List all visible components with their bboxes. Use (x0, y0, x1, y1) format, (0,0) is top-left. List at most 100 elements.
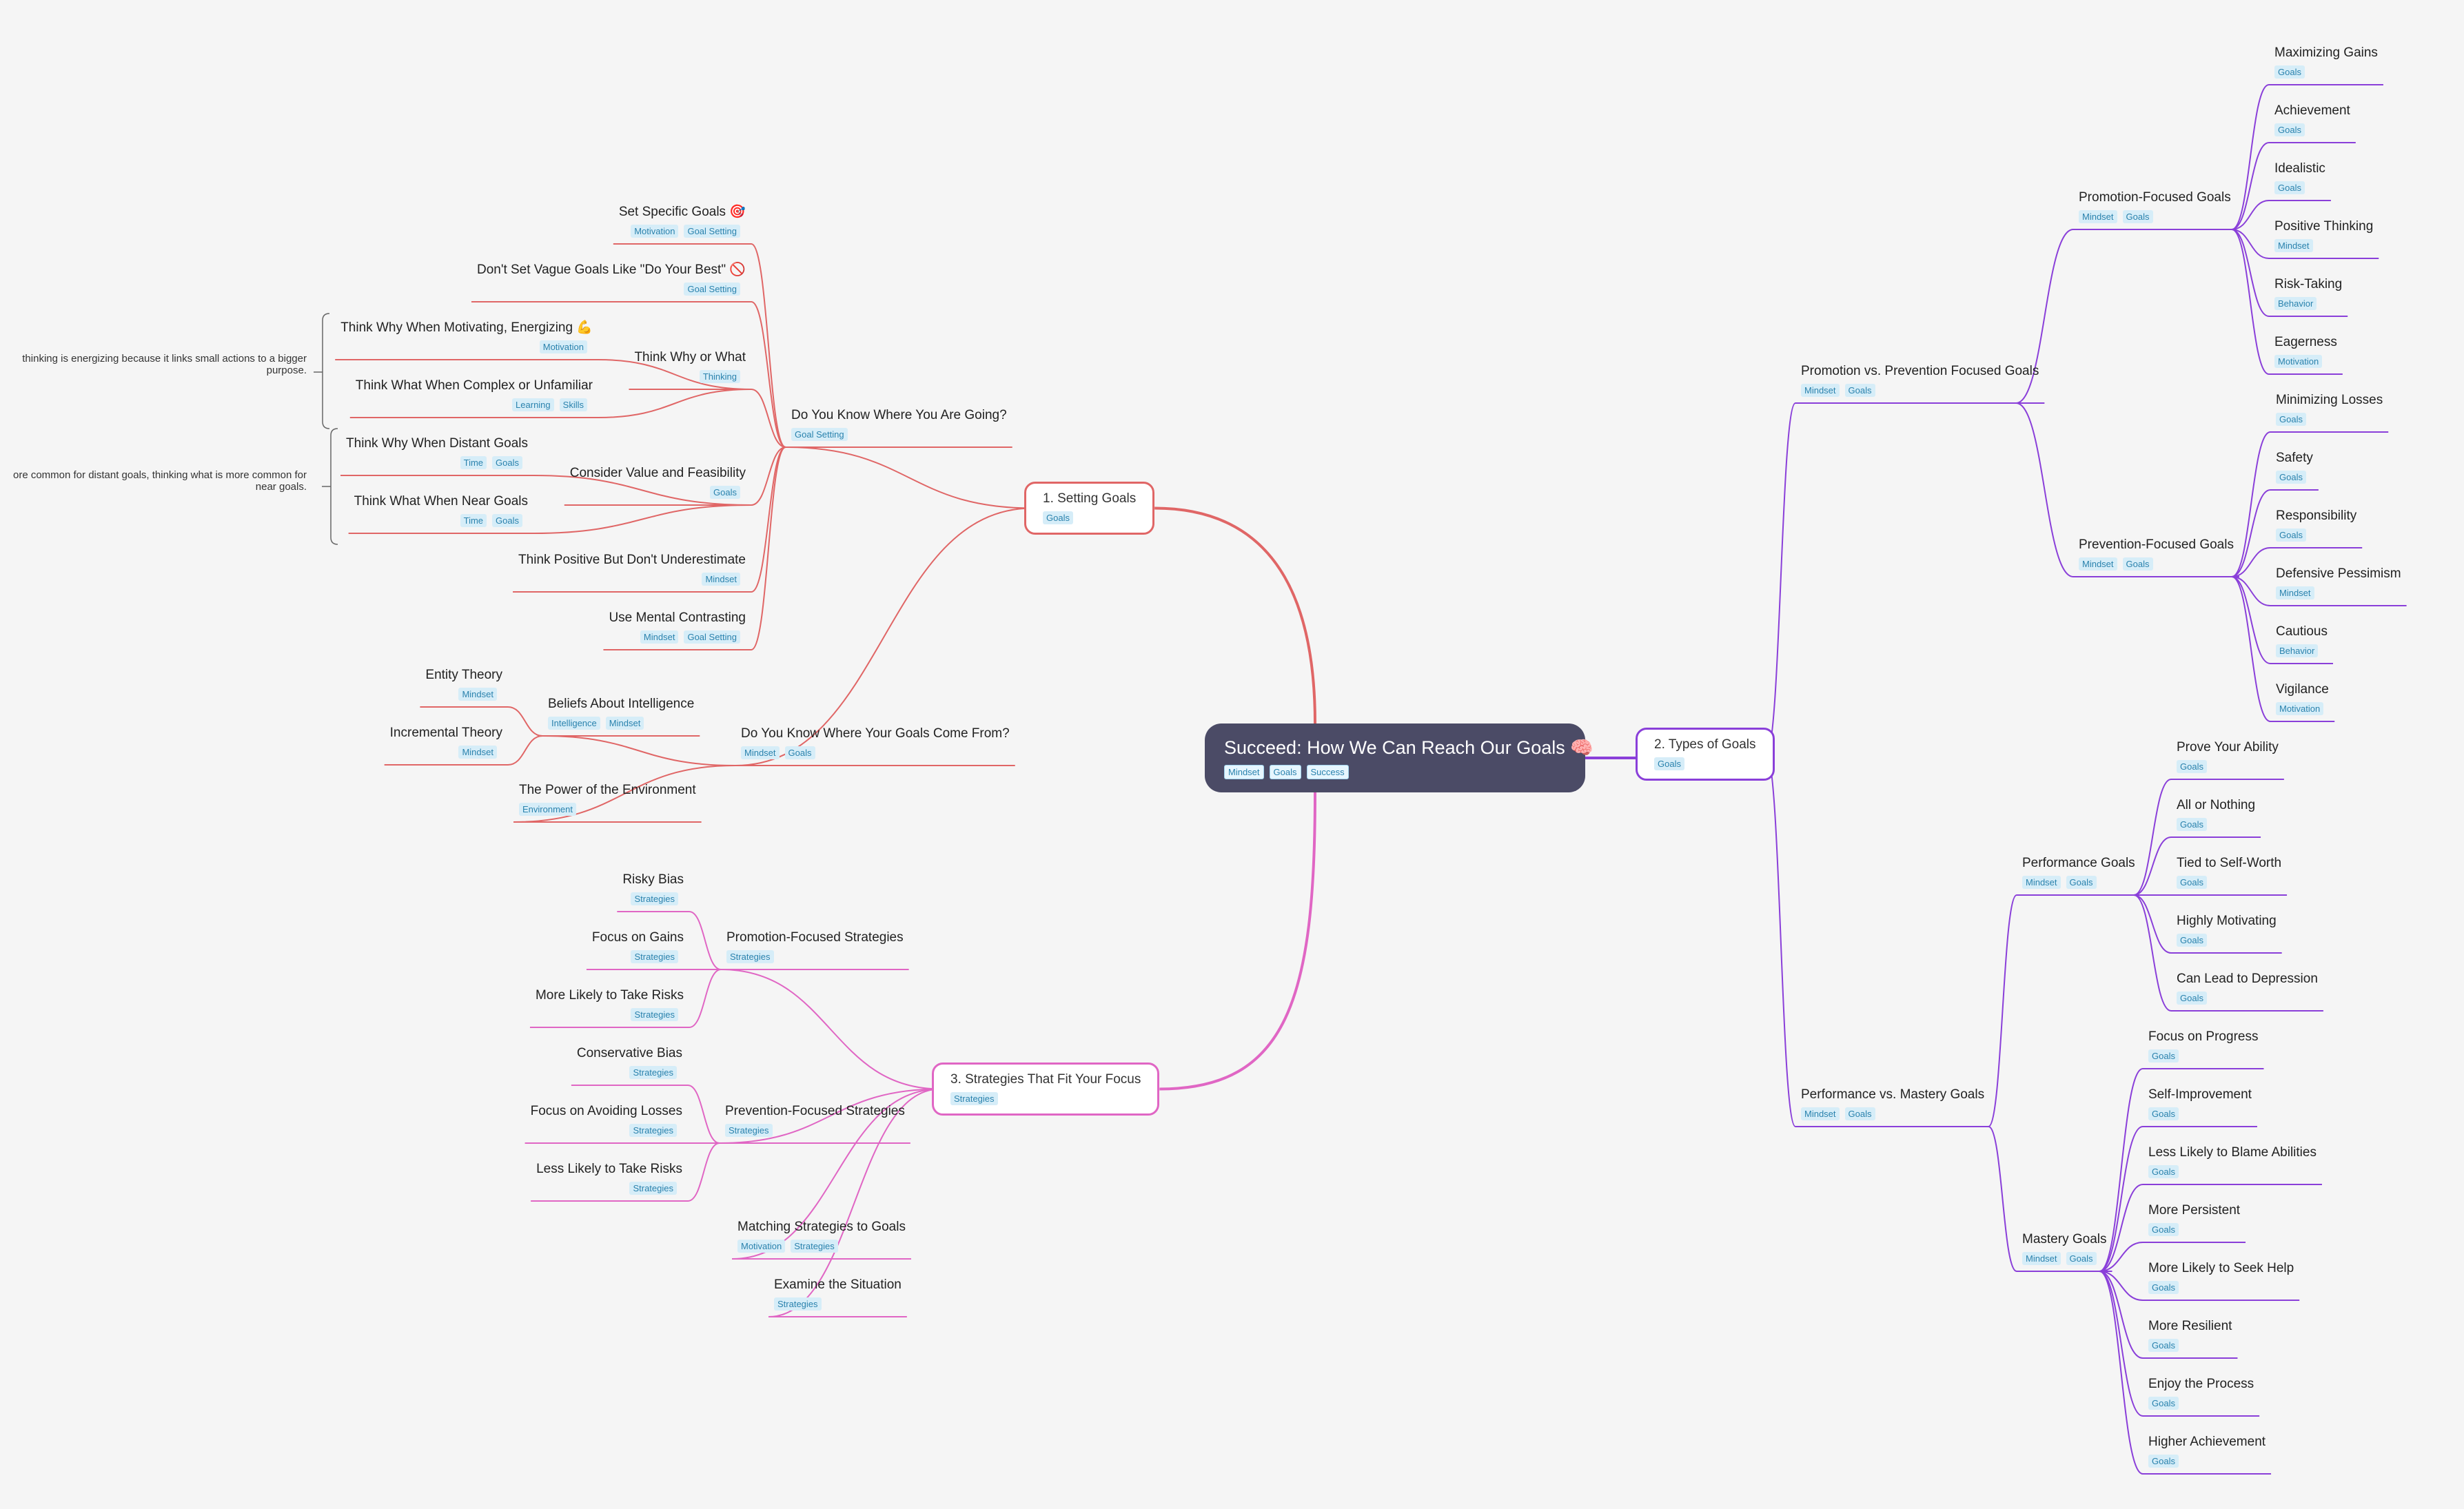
tag-badge[interactable]: Mindset (1801, 384, 1840, 397)
tag-badge[interactable]: Strategies (629, 1066, 677, 1079)
tag-badge[interactable]: Strategies (774, 1297, 822, 1311)
tag-badge[interactable]: Goals (1654, 757, 1684, 770)
tag-badge[interactable]: Strategies (629, 1182, 677, 1195)
tag-badge[interactable]: Goals (710, 486, 740, 499)
tag-badge[interactable]: Goals (2276, 528, 2306, 542)
tag-badge[interactable]: Goals (2276, 413, 2306, 426)
tag-badge[interactable]: Goal Setting (684, 283, 740, 296)
tag-badge[interactable]: Motivation (631, 225, 679, 238)
tag-badge[interactable]: Thinking (699, 370, 740, 383)
tag-badge[interactable]: Mindset (702, 573, 740, 586)
tag-badge[interactable]: Motivation (2274, 355, 2323, 368)
tag-badge[interactable]: Mindset (2079, 210, 2117, 223)
tag-badge[interactable]: Behavior (2276, 644, 2319, 657)
tag-badge[interactable]: Goals (2177, 934, 2207, 947)
tag-badge[interactable]: Mindset (458, 688, 497, 701)
tag-badge[interactable]: Goals (2122, 210, 2153, 223)
tag-badge[interactable]: Time (460, 456, 487, 469)
tag-badge[interactable]: Strategies (631, 950, 678, 963)
tag-badge[interactable]: Strategies (726, 950, 774, 963)
tag-badge[interactable]: Goals (492, 456, 522, 469)
tag-badge[interactable]: Goals (2274, 123, 2305, 136)
tag-badge[interactable]: Goals (492, 514, 522, 527)
tag-badge[interactable]: Goals (2274, 181, 2305, 194)
tag-badge[interactable]: Goals (2122, 557, 2153, 571)
topic-node[interactable]: Don't Set Vague Goals Like "Do Your Best… (477, 262, 746, 297)
tag-badge[interactable]: Mindset (1801, 1107, 1840, 1120)
tag-badge[interactable]: Environment (519, 803, 576, 816)
tag-badge[interactable]: Goals (1043, 511, 1073, 524)
tag-badge[interactable]: Behavior (2274, 297, 2317, 310)
tag-badge[interactable]: Motivation (2276, 702, 2324, 715)
tag-badge[interactable]: Goals (2276, 471, 2306, 484)
tag-badge[interactable]: Goal Setting (684, 225, 740, 238)
tag-badge[interactable]: Strategies (629, 1124, 677, 1137)
tag-badge[interactable]: Goals (2148, 1107, 2179, 1120)
tag-badge[interactable]: Goals (2274, 65, 2305, 79)
tag-badge[interactable]: Goals (2066, 1252, 2097, 1265)
tag-badge[interactable]: Goals (2148, 1165, 2179, 1178)
topic-node[interactable]: Do You Know Where Your Goals Come From?M… (741, 726, 1010, 761)
tag-badge[interactable]: Goals (2148, 1223, 2179, 1236)
tag-badge[interactable]: Success (1306, 765, 1349, 779)
tag-badge[interactable]: Mindset (741, 746, 780, 759)
tag-badge[interactable]: Goals (2148, 1339, 2179, 1352)
tag-badge[interactable]: Strategies (950, 1092, 998, 1105)
tag-badge[interactable]: Goals (2177, 760, 2207, 773)
tag-badge[interactable]: Mindset (2022, 876, 2061, 889)
tag-badge[interactable]: Goals (2066, 876, 2097, 889)
tag-badge[interactable]: Mindset (2274, 239, 2313, 252)
tag-badge[interactable]: Intelligence (548, 717, 600, 730)
tag-badge[interactable]: Strategies (631, 1008, 678, 1021)
tag-badge[interactable]: Mindset (458, 746, 497, 759)
tag-badge[interactable]: Strategies (725, 1124, 773, 1137)
tag-badge[interactable]: Mindset (1224, 765, 1264, 779)
tag-badge[interactable]: Strategies (791, 1240, 838, 1253)
tag-badge[interactable]: Skills (559, 398, 587, 411)
tag-badge[interactable]: Goals (1844, 1107, 1875, 1120)
